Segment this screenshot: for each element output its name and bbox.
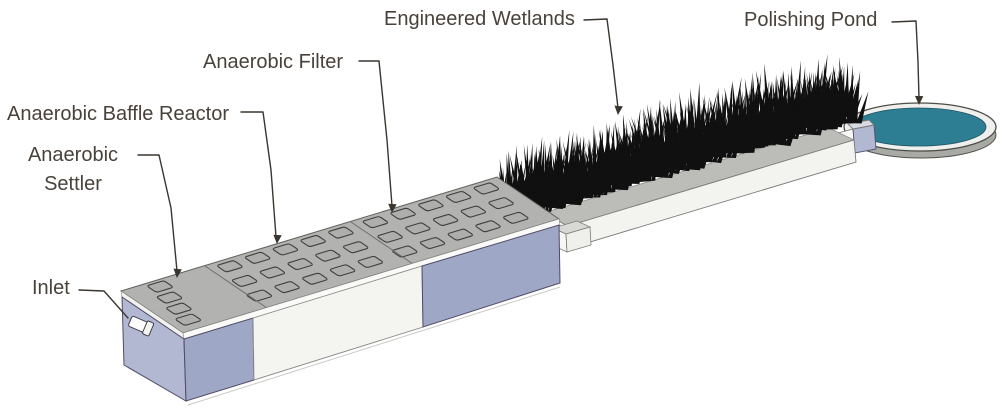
inlet-leader	[78, 289, 129, 319]
leader-arrowheads	[173, 95, 924, 278]
manhole-hatch	[419, 237, 446, 249]
manhole-hatch	[404, 223, 431, 235]
settler-leader	[137, 154, 178, 272]
manhole-hatch	[445, 191, 472, 203]
anaerobic-tank	[119, 176, 561, 406]
manhole-hatch	[475, 220, 502, 232]
manhole-hatch	[300, 235, 327, 247]
label-engineered-wetlands: Engineered Wetlands	[384, 8, 575, 30]
label-anaerobic-baffle-reactor: Anaerobic Baffle Reactor	[7, 103, 229, 125]
settler-arrowhead	[173, 268, 182, 278]
manhole-hatch	[432, 214, 459, 226]
manhole-hatch	[272, 244, 299, 256]
leader-lines	[78, 18, 920, 319]
baffle-filter-boundary	[350, 221, 414, 265]
pond-arrowhead	[914, 95, 924, 105]
manhole-hatches	[132, 182, 541, 326]
manhole-hatch	[274, 281, 301, 293]
manhole-hatch	[301, 273, 328, 285]
baffle-leader	[240, 111, 277, 238]
manhole-hatch	[259, 267, 286, 279]
label-anaerobic-filter: Anaerobic Filter	[203, 51, 344, 73]
label-polishing-pond: Polishing Pond	[744, 9, 878, 31]
manhole-hatch	[231, 275, 258, 287]
manhole-hatch	[314, 250, 341, 262]
anaerobic-filter-front	[421, 224, 561, 328]
manhole-hatch	[390, 208, 417, 220]
wetlands-arrowhead	[614, 105, 623, 115]
manhole-hatch	[287, 258, 314, 270]
step-side	[565, 226, 592, 253]
filter-leader	[358, 60, 393, 207]
manhole-hatch	[327, 227, 354, 239]
label-anaerobic-settler-line2: Settler	[44, 173, 102, 195]
label-inlet: Inlet	[32, 277, 70, 299]
label-anaerobic-settler-line1: Anaerobic	[27, 144, 119, 166]
manhole-hatch	[460, 206, 487, 218]
baffle-arrowhead	[273, 234, 282, 244]
manhole-hatch	[502, 212, 529, 224]
manhole-hatch	[447, 229, 474, 241]
connector-face	[852, 124, 877, 154]
manhole-hatch	[377, 231, 404, 243]
manhole-hatch	[147, 281, 174, 293]
tank-ground-line	[187, 286, 561, 406]
inlet-pipe	[128, 315, 155, 337]
manhole-hatch	[488, 197, 515, 209]
manhole-hatch	[329, 264, 356, 276]
manhole-hatch	[175, 314, 202, 326]
filter-arrowhead	[388, 203, 397, 213]
manhole-hatch	[357, 256, 384, 268]
manhole-hatch	[156, 292, 183, 304]
manhole-hatch	[362, 216, 389, 228]
manhole-hatch	[244, 252, 271, 264]
pond-leader	[891, 20, 920, 99]
manhole-hatch	[417, 199, 444, 211]
settler-baffle-boundary	[204, 265, 268, 309]
manhole-hatch	[342, 241, 369, 253]
manhole-hatch	[216, 260, 243, 272]
label-anaerobic-settler: Anaerobic Settler	[14, 141, 132, 199]
manhole-hatch	[165, 303, 192, 315]
manhole-hatch	[473, 183, 500, 195]
wetlands-leader	[583, 18, 619, 109]
polishing-pond	[843, 102, 997, 159]
